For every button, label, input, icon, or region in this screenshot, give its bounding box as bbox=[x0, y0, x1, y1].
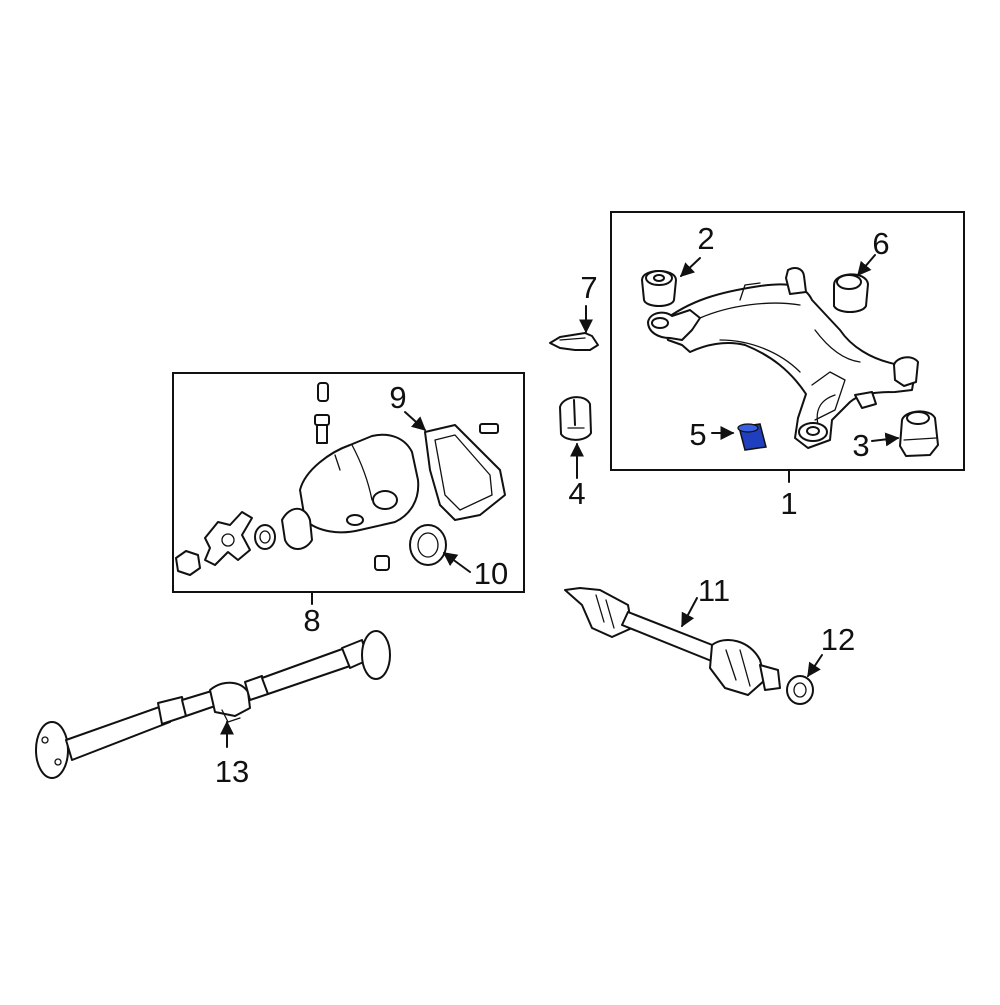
callout-10-number: 10 bbox=[474, 556, 508, 591]
callout-3-leader bbox=[871, 432, 900, 447]
subframe-group-box bbox=[610, 211, 965, 471]
subframe-bushing-6[interactable] bbox=[833, 273, 869, 313]
differential-group-box bbox=[172, 372, 525, 593]
axle-shaft-11[interactable] bbox=[564, 587, 781, 696]
mount-4[interactable] bbox=[559, 396, 592, 441]
callout-7-number: 7 bbox=[580, 270, 597, 305]
callout-4-number: 4 bbox=[568, 476, 585, 511]
driveshaft-13[interactable] bbox=[35, 630, 391, 779]
input-flange[interactable] bbox=[204, 511, 253, 566]
callout-2-number: 2 bbox=[697, 221, 714, 256]
callout-1-number: 1 bbox=[780, 486, 797, 521]
subframe-bushing-2[interactable] bbox=[641, 270, 677, 307]
rear-subframe[interactable] bbox=[647, 267, 919, 449]
callout-6-number: 6 bbox=[872, 226, 889, 261]
bracket-7[interactable] bbox=[549, 332, 599, 351]
callout-2-leader bbox=[679, 257, 701, 277]
flange-nut[interactable] bbox=[175, 550, 201, 576]
callout-11-leader bbox=[681, 597, 698, 628]
callout-11-number: 11 bbox=[698, 573, 730, 608]
small-bushing[interactable] bbox=[374, 555, 390, 571]
callout-3-number: 3 bbox=[852, 428, 869, 463]
differential-pinion-housing[interactable] bbox=[281, 507, 313, 550]
bushing-5-highlighted[interactable] bbox=[737, 423, 767, 451]
subframe-mount-3[interactable] bbox=[899, 410, 939, 457]
callout-8-number: 8 bbox=[303, 603, 320, 638]
callout-13-number: 13 bbox=[215, 754, 249, 789]
differential-cover-gasket[interactable] bbox=[424, 423, 506, 521]
pinion-seal[interactable] bbox=[254, 524, 276, 550]
callout-9-leader bbox=[404, 411, 427, 431]
callout-9-number: 9 bbox=[389, 380, 406, 415]
breather-fitting[interactable] bbox=[314, 414, 330, 444]
callout-6-leader bbox=[857, 254, 876, 277]
axle-nut-12[interactable] bbox=[786, 675, 814, 705]
drain-plug[interactable] bbox=[317, 382, 329, 402]
callout-10-leader bbox=[442, 552, 471, 573]
differential-housing[interactable] bbox=[299, 433, 420, 534]
axle-seal-10[interactable] bbox=[409, 524, 447, 566]
callout-12-number: 12 bbox=[821, 622, 855, 657]
callout-5-number: 5 bbox=[689, 417, 706, 452]
callout-12-leader bbox=[807, 654, 823, 678]
